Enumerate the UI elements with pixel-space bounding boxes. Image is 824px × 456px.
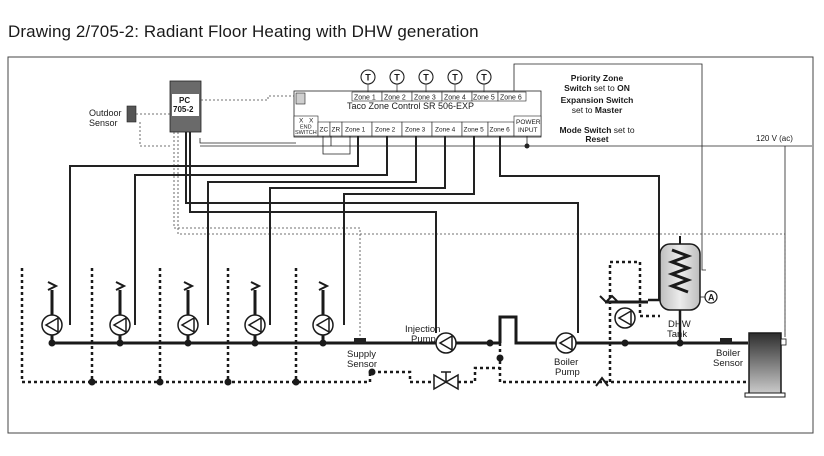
dhw-pump-icon: [614, 307, 636, 329]
thermostat-icon: [418, 69, 434, 85]
outdoor-sensor: Outdoor Sensor: [89, 105, 137, 128]
pc-label: PC: [179, 96, 190, 105]
zr-label: ZR: [332, 127, 341, 134]
power-input-label: INPUT: [518, 127, 538, 134]
thermostat-icon: [360, 69, 376, 85]
zone-pump-icon: [177, 314, 199, 336]
power-input-label: POWER: [516, 119, 541, 126]
top-zone-label: Zone 6: [500, 95, 522, 102]
note-priority: Priority Zone: [571, 73, 624, 83]
zone-terminal-label: Zone 2: [375, 127, 396, 134]
pc-label: 705-2: [173, 105, 194, 114]
zone-pump-icon: [109, 314, 131, 336]
bottom-terminals: [293, 115, 542, 137]
zone-terminal-label: Zone 1: [345, 127, 366, 134]
dhw-tank-label: Tank: [667, 329, 687, 340]
aquastat-label: A: [708, 293, 715, 303]
switch-notes: Priority Zone Switch set to ON Expansion…: [559, 73, 634, 144]
end-label: END: [300, 125, 312, 131]
zone-pump-icon: [41, 314, 63, 336]
top-zone-label: Zone 5: [473, 95, 495, 102]
boiler-pump-label: Boiler: [554, 357, 578, 368]
injection-pump-label: Pump: [411, 334, 436, 345]
dhw-tank-label: DHW: [668, 319, 691, 330]
boiler-sensor: [720, 338, 732, 343]
boiler-pump-icon: [555, 332, 577, 354]
zone-terminal-label: Zone 3: [405, 127, 426, 134]
page-title: Drawing 2/705-2: Radiant Floor Heating w…: [8, 22, 479, 41]
thermostat-icon: [476, 69, 492, 85]
zone-terminal-label: Zone 6: [490, 127, 511, 134]
supply-piping: [50, 290, 748, 345]
top-zone-label: Zone 2: [384, 95, 406, 102]
thermostat-letter: T: [365, 73, 371, 83]
injection-pump-icon: [435, 332, 457, 354]
note-expansion: set to Master: [572, 105, 623, 115]
zone-terminal-label: Zone 5: [464, 127, 485, 134]
note-mode: Reset: [585, 134, 608, 144]
x-end-label: X: [299, 118, 304, 125]
top-zone-label: Zone 4: [444, 95, 466, 102]
zone-wiring: [69, 132, 660, 333]
thermostat-letter: T: [481, 73, 487, 83]
zone-flow-checks: [47, 281, 619, 387]
thermostat-letter: T: [423, 73, 429, 83]
aquastat-icon: [704, 290, 718, 304]
power-label: 120 V (ac): [756, 134, 793, 143]
top-zone-terminals: Zone 1 Zone 2 Zone 3 Zone 4 Zone 5 Zone …: [351, 91, 527, 102]
boiler-sensor-label: Boiler: [716, 348, 740, 359]
thermostats: [360, 69, 492, 92]
thermostat-letters: T T T T T: [365, 73, 487, 83]
zone-terminal-label: Zone 4: [435, 127, 456, 134]
switch-label: SWITCH: [295, 130, 317, 136]
injection-pump-label: Injection: [405, 324, 440, 335]
thermostat-letter: T: [452, 73, 458, 83]
diagram-frame: [7, 56, 814, 434]
boiler-pump-label: Pump: [555, 367, 580, 378]
zone-pump-icon: [244, 314, 266, 336]
note-mode: Mode Switch set to: [559, 125, 634, 135]
dhw-tank: [648, 236, 701, 343]
zone-pumps: [41, 307, 636, 354]
supply-sensor-label: Supply: [347, 349, 376, 360]
balancing-valve: [433, 371, 459, 391]
top-zone-label: Zone 1: [354, 95, 376, 102]
x-end-label: X: [309, 118, 314, 125]
return-piping: [20, 260, 748, 384]
supply-sensor: [354, 338, 366, 343]
thermostat-icon: [447, 69, 463, 85]
outdoor-sensor-label: Sensor: [89, 118, 118, 128]
supply-sensor-label: Sensor: [347, 359, 377, 370]
thermostat-letter: T: [394, 73, 400, 83]
note-expansion: Expansion Switch: [561, 95, 634, 105]
bottom-terminal-labels: X X END SWITCH ZC ZR Zone 1 Zone 2 Zone …: [295, 118, 541, 137]
zone-pump-icon: [312, 314, 334, 336]
boiler: [744, 332, 787, 398]
outdoor-sensor-label: Outdoor: [89, 108, 122, 118]
zc-label: ZC: [320, 127, 329, 134]
pc-705-control: PC 705-2: [169, 80, 202, 133]
pipe-junctions: [48, 339, 684, 386]
zone-control-name: Taco Zone Control SR 506-EXP: [347, 101, 474, 111]
boiler-sensor-label: Sensor: [713, 358, 743, 369]
note-priority: Switch set to ON: [564, 83, 630, 93]
top-zone-label: Zone 3: [414, 95, 436, 102]
thermostat-icon: [389, 69, 405, 85]
dotted-sensor-wiring: [136, 95, 786, 340]
